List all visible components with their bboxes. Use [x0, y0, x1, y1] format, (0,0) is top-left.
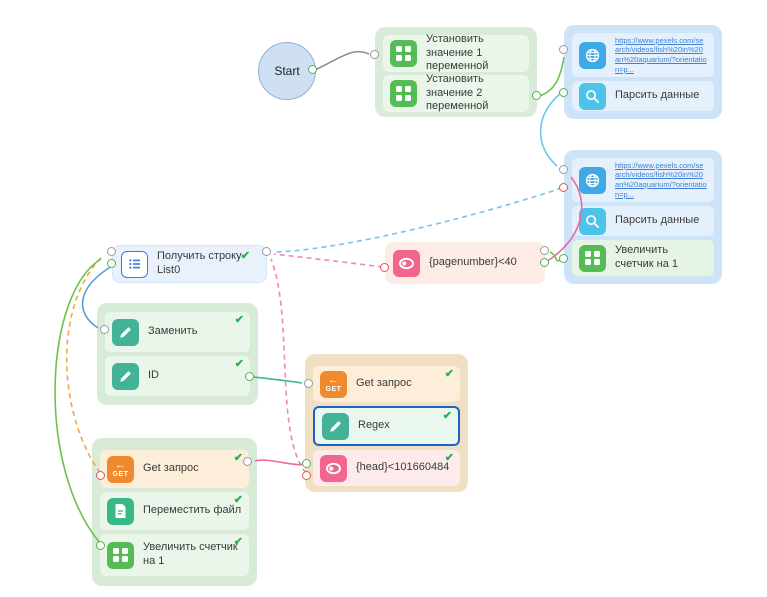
- download-group[interactable]: ← GET Get запрос ✔ Переместить файл ✔ Ув…: [92, 438, 257, 586]
- action-row-get-request[interactable]: ← GET Get запрос ✔: [100, 450, 249, 488]
- action-label: Парсить данные: [615, 214, 700, 227]
- action-label: Увеличить счетчик на 1: [615, 244, 679, 270]
- start-label: Start: [274, 64, 300, 78]
- output-port[interactable]: [540, 258, 549, 267]
- file-icon: [107, 497, 134, 525]
- action-row-id[interactable]: ID ✔: [105, 356, 250, 396]
- edge-condition-false-to-getline: [273, 253, 384, 268]
- output-port[interactable]: [308, 65, 317, 74]
- output-port[interactable]: [245, 372, 254, 381]
- toggle-condition-icon: [320, 454, 347, 482]
- edge-head-true-to-download: [254, 459, 306, 466]
- url-link[interactable]: https://www.pexels.com/search/videos/fis…: [615, 160, 707, 199]
- page-condition-node[interactable]: {pagenumber}<40: [385, 242, 545, 284]
- input-port[interactable]: [262, 247, 271, 256]
- success-check-icon: ✔: [233, 452, 243, 464]
- fetch-first-group[interactable]: https://www.pexels.com/search/videos/fis…: [564, 25, 722, 119]
- globe-icon: [579, 41, 606, 69]
- input-port[interactable]: [540, 246, 549, 255]
- success-check-icon: ✔: [442, 410, 452, 422]
- edge-head-false-to-getline: [270, 258, 307, 474]
- action-label: Заменить: [148, 325, 198, 338]
- toggle-condition-icon: [393, 249, 420, 277]
- action-row-parse-data[interactable]: Парсить данные: [572, 81, 714, 111]
- input-port[interactable]: [107, 247, 116, 256]
- input-port[interactable]: [370, 50, 379, 59]
- edge-fetch1-to-fetch2: [539, 92, 562, 167]
- action-row-set-variable-2[interactable]: Установить значение 2 переменной: [383, 72, 529, 113]
- fetch-loop-group[interactable]: https://www.pexels.com/search/videos/fis…: [564, 150, 722, 284]
- action-label: Get запрос: [143, 462, 199, 475]
- grid-icon: [390, 80, 417, 107]
- output-port[interactable]: [107, 259, 116, 268]
- action-label: Regex: [358, 419, 390, 432]
- edge-id-to-getrequest: [252, 376, 303, 384]
- condition-row-head[interactable]: {head}<101660484 ✔: [313, 450, 460, 486]
- set-variables-group[interactable]: Установить значение 1 переменной Установ…: [375, 27, 537, 117]
- edge-start-to-setvars: [314, 50, 370, 71]
- error-port[interactable]: [380, 263, 389, 272]
- action-row-regex-selected[interactable]: Regex ✔: [313, 406, 460, 446]
- pencil-icon: [112, 318, 139, 346]
- error-port[interactable]: [96, 471, 105, 480]
- output-port[interactable]: [559, 88, 568, 97]
- success-check-icon: ✔: [234, 314, 244, 326]
- action-label: Установить значение 2 переменной: [426, 72, 489, 113]
- action-label: Установить значение 1 переменной: [426, 32, 489, 73]
- edit-group[interactable]: Заменить ✔ ID ✔: [97, 303, 258, 405]
- pencil-icon: [112, 362, 139, 390]
- input-port[interactable]: [243, 457, 252, 466]
- success-check-icon: ✔: [234, 358, 244, 370]
- success-check-icon: ✔: [240, 250, 250, 262]
- action-row-open-url[interactable]: https://www.pexels.com/search/videos/fis…: [572, 33, 714, 77]
- search-icon: [579, 82, 606, 110]
- grid-icon: [107, 541, 134, 569]
- condition-label: {head}<101660484: [356, 461, 450, 474]
- action-label: Парсить данные: [615, 89, 700, 102]
- action-label: Get запрос: [356, 377, 412, 390]
- get-request-icon: ← GET: [107, 455, 134, 483]
- get-request-icon: ← GET: [320, 370, 347, 398]
- action-row-parse-data[interactable]: Парсить данные: [572, 206, 714, 236]
- output-port[interactable]: [302, 459, 311, 468]
- grid-icon: [390, 40, 417, 67]
- action-row-replace[interactable]: Заменить ✔: [105, 312, 250, 352]
- condition-label: {pagenumber}<40: [429, 256, 517, 269]
- input-port[interactable]: [559, 165, 568, 174]
- pencil-icon: [322, 412, 349, 440]
- input-port[interactable]: [100, 325, 109, 334]
- list-icon: [121, 250, 148, 278]
- action-row-move-file[interactable]: Переместить файл ✔: [100, 492, 249, 530]
- action-label: Получить строку List0: [157, 250, 242, 276]
- action-row-increment-counter[interactable]: Увеличить счетчик на 1 ✔: [100, 534, 249, 576]
- action-row-set-variable-1[interactable]: Установить значение 1 переменной: [383, 32, 529, 73]
- start-node[interactable]: Start: [258, 42, 316, 100]
- get-list-line-node[interactable]: Получить строку List0 ✔: [112, 245, 267, 283]
- success-check-icon: ✔: [233, 536, 243, 548]
- action-row-increment-counter[interactable]: Увеличить счетчик на 1: [572, 240, 714, 276]
- input-port[interactable]: [304, 379, 313, 388]
- output-port[interactable]: [532, 91, 541, 100]
- action-row-get-request[interactable]: ← GET Get запрос ✔: [313, 366, 460, 402]
- globe-icon: [579, 166, 606, 194]
- grid-icon: [579, 244, 606, 272]
- success-check-icon: ✔: [233, 494, 243, 506]
- error-port[interactable]: [302, 471, 311, 480]
- url-link[interactable]: https://www.pexels.com/search/videos/fis…: [615, 35, 707, 74]
- action-label: Увеличить счетчик на 1: [143, 541, 238, 567]
- output-port[interactable]: [96, 541, 105, 550]
- search-icon: [579, 207, 606, 235]
- input-port[interactable]: [559, 45, 568, 54]
- action-label: Переместить файл: [143, 504, 242, 517]
- action-row-open-url[interactable]: https://www.pexels.com/search/videos/fis…: [572, 158, 714, 202]
- success-check-icon: ✔: [444, 368, 454, 380]
- request-group[interactable]: ← GET Get запрос ✔ Regex ✔ {head}<101660…: [305, 354, 468, 492]
- output-port[interactable]: [559, 254, 568, 263]
- error-port[interactable]: [559, 183, 568, 192]
- action-label: ID: [148, 369, 159, 382]
- success-check-icon: ✔: [444, 452, 454, 464]
